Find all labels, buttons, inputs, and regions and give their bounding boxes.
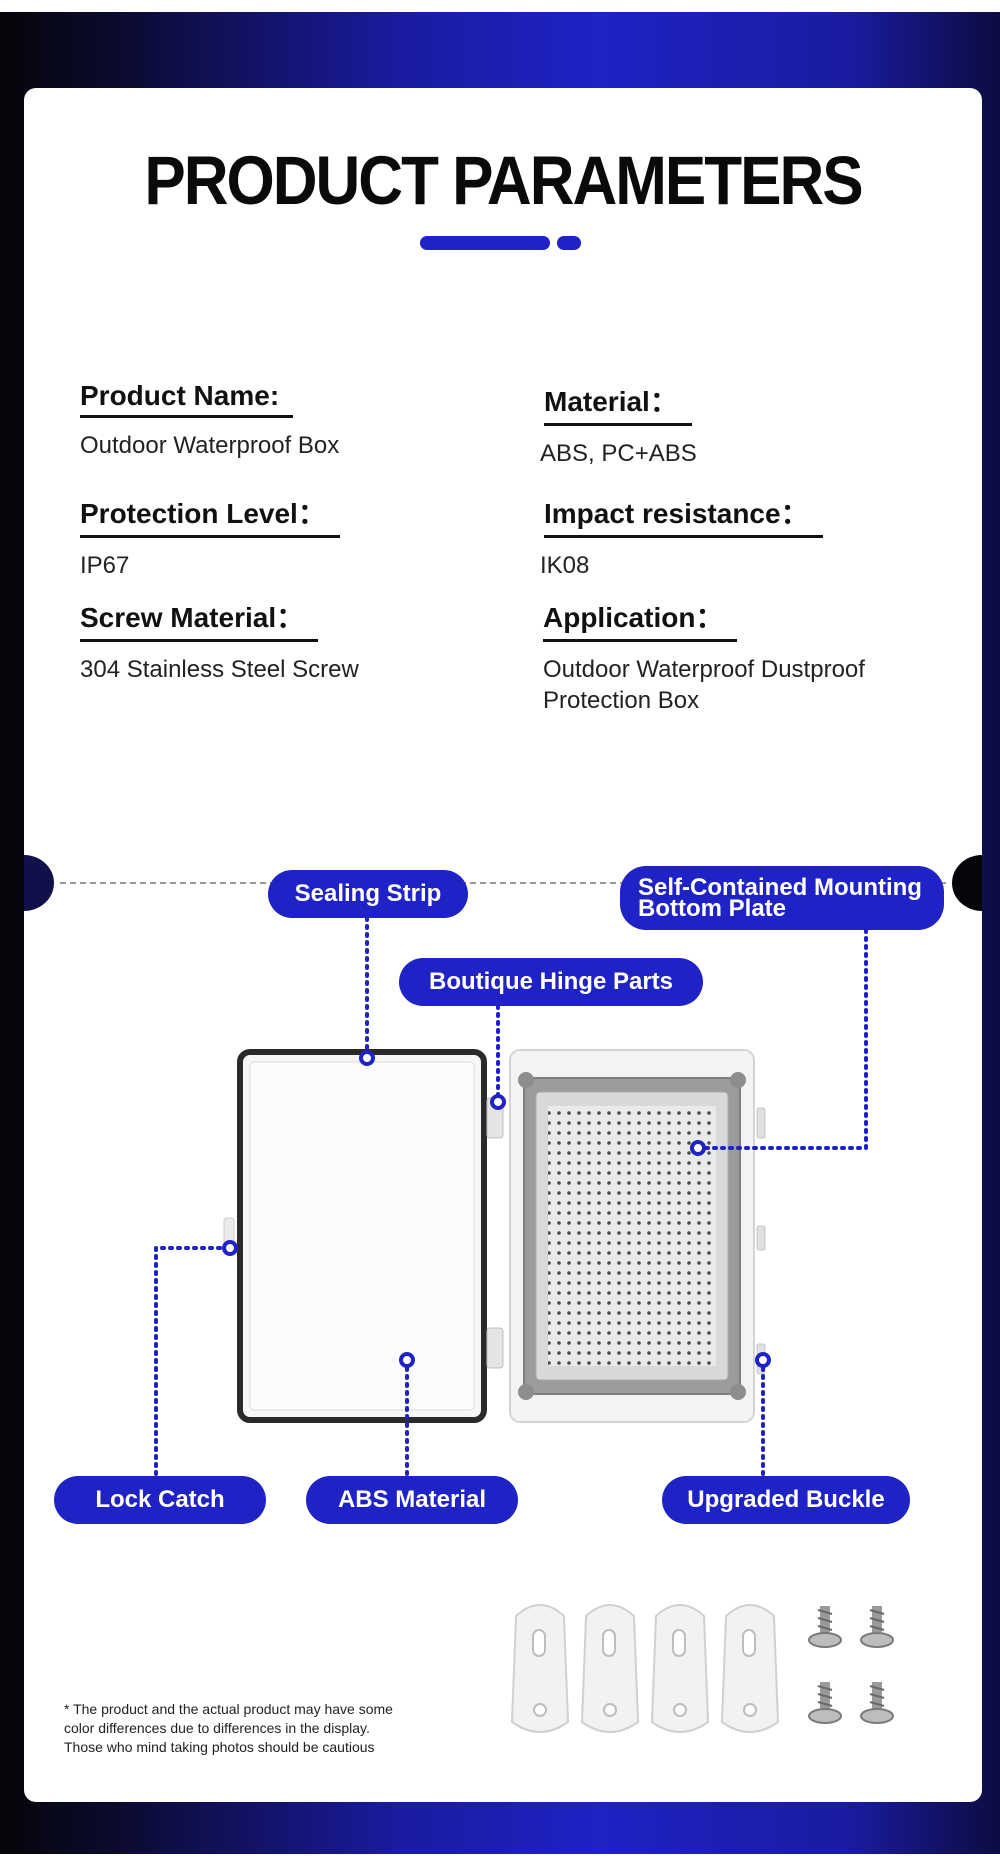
footnote-line: * The product and the actual product may… [64,1701,393,1717]
screw-images [808,1606,894,1724]
box-lid-image [223,1049,504,1423]
param-label: Protection Level： [80,492,340,538]
param-value: ABS, PC+ABS [540,440,697,467]
page-title: PRODUCT PARAMETERS [144,143,863,220]
section-divider [60,882,946,884]
param-material: Material： ABS, PC+ABS [540,380,697,469]
callout-lock-catch: Lock Catch [54,1476,266,1524]
param-screw-material: Screw Material： 304 Stainless Steel Scre… [80,596,359,685]
mounting-bracket-images [510,1604,780,1733]
callout-line: Bottom Plate [638,895,787,922]
param-value: IP67 [80,552,130,579]
param-application: Application： Outdoor Waterproof Dustproo… [543,596,923,716]
param-label: Product Name: [80,380,294,418]
param-label: Material： [544,380,692,426]
param-impact-resistance: Impact resistance： IK08 [540,492,823,581]
callout-line: Self-Contained Mounting [638,874,922,901]
footnote-line: Those who mind taking photos should be c… [64,1739,375,1755]
product-diagram [154,916,894,1733]
callout-markers [222,1050,771,1368]
param-value: Outdoor Waterproof Box [80,432,340,459]
parameters-card: PRODUCT PARAMETERS Product Name: Outdoor… [24,88,982,1802]
param-protection-level: Protection Level： IP67 [80,492,340,581]
param-value: 304 Stainless Steel Screw [80,656,359,683]
footnote: * The product and the actual product may… [64,1700,464,1757]
param-value: IK08 [540,552,590,579]
param-label: Application： [543,596,738,642]
callout-abs-material: ABS Material [306,1476,518,1524]
top-band [0,0,1000,12]
callout-leaders [154,916,868,1484]
footnote-line: color differences due to differences in … [64,1720,370,1736]
callout-sealing-strip: Sealing Strip [268,870,468,918]
callout-mounting-bottom-plate: Self-Contained Mounting Bottom Plate [620,866,944,930]
param-product-name: Product Name: Outdoor Waterproof Box [80,380,339,461]
title-underline-long [420,236,550,250]
title-underline-short [557,236,581,250]
bottom-band [0,1854,1000,1862]
param-label: Screw Material： [80,596,319,642]
box-base-image [509,1049,766,1423]
callout-hinge-parts: Boutique Hinge Parts [399,958,703,1006]
param-label: Impact resistance： [544,492,823,538]
param-value: Outdoor Waterproof Dustproof Protection … [543,656,865,714]
callout-upgraded-buckle: Upgraded Buckle [662,1476,910,1524]
